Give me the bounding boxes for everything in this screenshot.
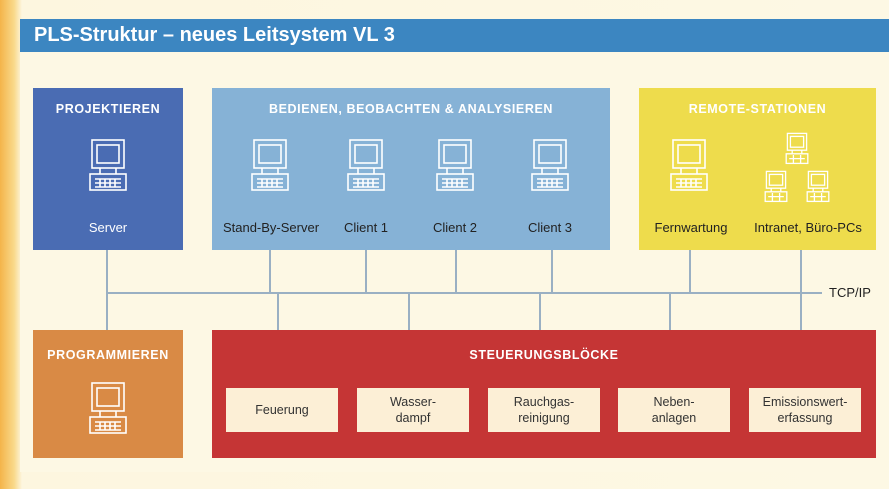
remote-title: REMOTE-STATIONEN [688, 102, 827, 116]
page-title: PLS-Struktur – neues Leitsystem VL 3 [20, 19, 889, 52]
bedienen-box: BEDIENEN, BEOBACHTEN & ANALYSIEREN Stand… [212, 88, 610, 250]
standby-server-label: Stand-By-Server [222, 220, 320, 235]
fernwartung-label: Fernwartung [654, 220, 728, 235]
computer-icon [88, 380, 128, 438]
control-block-feuerung: Feuerung [226, 388, 338, 432]
connector-client-3 [551, 250, 553, 293]
computer-icon [785, 132, 809, 166]
connector-steuerung-3 [539, 293, 541, 331]
connector-server [106, 250, 108, 330]
tcp-ip-bus [106, 292, 822, 294]
connector-steuerung-5 [800, 293, 802, 331]
intranet-label: Intranet, Büro-PCs [754, 220, 862, 235]
computer-icon [530, 138, 570, 194]
control-block-nebenanlagen: Neben- anlagen [618, 388, 730, 432]
tcp-ip-label: TCP/IP [829, 285, 871, 300]
connector-intranet [800, 250, 802, 293]
computer-icon [435, 138, 475, 194]
computer-icon [346, 138, 386, 194]
steuerung-title: STEUERUNGSBLÖCKE [469, 348, 619, 362]
programmieren-title: PROGRAMMIEREN [47, 348, 169, 362]
computer-network-icon [762, 132, 832, 206]
computer-icon [669, 138, 709, 194]
connector-fernwartung [689, 250, 691, 293]
control-block-wasserdampf: Wasser- dampf [357, 388, 469, 432]
client-3-label: Client 3 [527, 220, 573, 235]
server-label: Server [88, 220, 128, 235]
projektieren-title: PROJEKTIEREN [55, 102, 161, 116]
remote-box: REMOTE-STATIONEN Fernwartung Intranet, B… [639, 88, 876, 250]
computer-icon [88, 138, 128, 194]
connector-steuerung-4 [669, 293, 671, 331]
connector-client-1 [365, 250, 367, 293]
connector-steuerung-1 [277, 293, 279, 331]
computer-icon [764, 170, 788, 204]
computer-icon [250, 138, 290, 194]
computer-icon [806, 170, 830, 204]
control-block-emissionswerterfassung: Emissionswert- erfassung [749, 388, 861, 432]
connector-steuerung-2 [408, 293, 410, 331]
connector-standby-server [269, 250, 271, 293]
control-block-rauchgasreinigung: Rauchgas- reinigung [488, 388, 600, 432]
programmieren-box: PROGRAMMIEREN [33, 330, 183, 458]
client-1-label: Client 1 [343, 220, 389, 235]
client-2-label: Client 2 [432, 220, 478, 235]
projektieren-box: PROJEKTIEREN Server [33, 88, 183, 250]
connector-client-2 [455, 250, 457, 293]
bedienen-title: BEDIENEN, BEOBACHTEN & ANALYSIEREN [268, 102, 554, 116]
